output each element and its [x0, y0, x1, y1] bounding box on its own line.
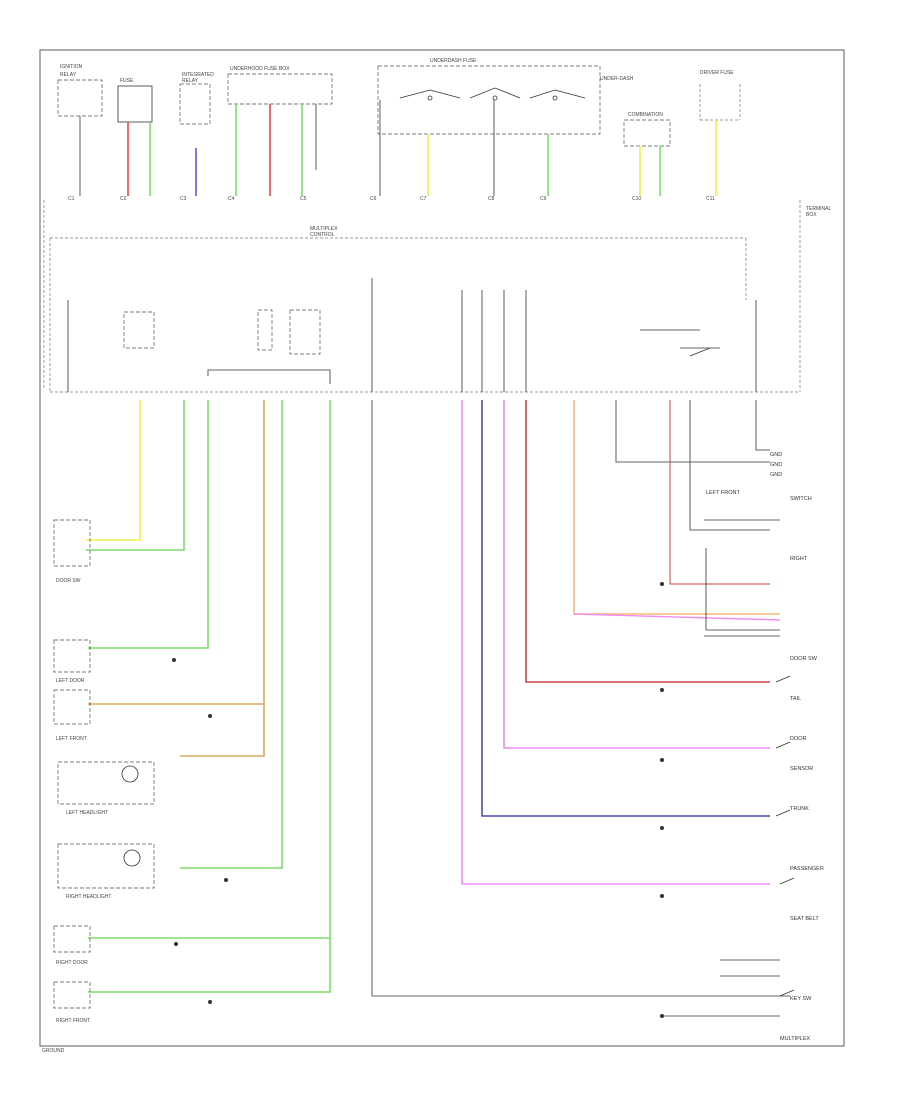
svg-text:RIGHT HEADLIGHT: RIGHT HEADLIGHT — [66, 894, 111, 900]
svg-text:SWITCH: SWITCH — [790, 496, 812, 502]
svg-text:C5: C5 — [300, 196, 307, 202]
svg-text:UNDERHOOD FUSE BOX: UNDERHOOD FUSE BOX — [230, 66, 290, 72]
svg-text:CONTROL: CONTROL — [310, 232, 335, 238]
svg-text:INTEGRATED: INTEGRATED — [182, 72, 214, 78]
svg-text:TRUNK: TRUNK — [790, 806, 809, 812]
svg-text:GROUND: GROUND — [42, 1048, 65, 1054]
svg-text:UNDERDASH FUSE: UNDERDASH FUSE — [430, 58, 477, 64]
svg-text:LEFT FRONT: LEFT FRONT — [706, 490, 740, 496]
svg-text:C11: C11 — [706, 196, 715, 202]
svg-text:RELAY: RELAY — [60, 72, 77, 78]
svg-text:COMBINATION: COMBINATION — [628, 112, 663, 118]
svg-text:SEAT BELT: SEAT BELT — [790, 916, 819, 922]
svg-text:TERMINAL: TERMINAL — [806, 206, 832, 212]
lower-wires — [86, 400, 790, 997]
svg-text:GND: GND — [770, 472, 782, 478]
diagram-frame — [39, 49, 845, 1047]
svg-text:KEY SW: KEY SW — [790, 996, 812, 1002]
svg-text:C1: C1 — [68, 196, 75, 202]
svg-text:DOOR: DOOR — [790, 736, 807, 742]
svg-text:DOOR SW: DOOR SW — [56, 578, 81, 584]
svg-text:FUSE: FUSE — [120, 78, 134, 84]
svg-text:MULTIPLEX: MULTIPLEX — [780, 1036, 810, 1042]
svg-text:C9: C9 — [540, 196, 547, 202]
svg-text:TAIL: TAIL — [790, 696, 801, 702]
left-lower-components: DOOR SW LEFT DOOR LEFT FRONT LEFT HEADLI… — [42, 519, 228, 1054]
svg-text:SENSOR: SENSOR — [790, 766, 813, 772]
svg-text:BOX: BOX — [806, 212, 817, 218]
right-lower-components: GND GND GND LEFT FRONT SWITCH RIGHT DOOR… — [660, 452, 824, 1042]
svg-text:LEFT FRONT: LEFT FRONT — [56, 736, 87, 742]
svg-text:DRIVER FUSE: DRIVER FUSE — [700, 70, 734, 76]
connector-band: C1 C2 C3 C4 C5 C6 C7 C8 C9 C10 C11 MULTIPLEXCON… — [49, 196, 801, 393]
svg-text:IGNITION: IGNITION — [60, 64, 83, 70]
svg-text:UNDER-DASH: UNDER-DASH — [600, 76, 634, 82]
svg-text:C8: C8 — [488, 196, 495, 202]
svg-text:RIGHT: RIGHT — [790, 556, 808, 562]
svg-text:C6: C6 — [370, 196, 377, 202]
svg-text:C10: C10 — [632, 196, 641, 202]
top-wires — [79, 100, 717, 196]
svg-text:LEFT DOOR: LEFT DOOR — [56, 678, 85, 684]
svg-text:PASSENGER: PASSENGER — [790, 866, 824, 872]
svg-text:DOOR SW: DOOR SW — [790, 656, 818, 662]
svg-text:C2: C2 — [120, 196, 127, 202]
svg-text:MULTIPLEX: MULTIPLEX — [310, 226, 338, 232]
svg-text:RIGHT DOOR: RIGHT DOOR — [56, 960, 88, 966]
svg-text:LEFT HEADLIGHT: LEFT HEADLIGHT — [66, 810, 108, 816]
svg-text:GND: GND — [770, 452, 782, 458]
svg-text:RELAY: RELAY — [182, 78, 199, 84]
svg-text:C3: C3 — [180, 196, 187, 202]
svg-text:C4: C4 — [228, 196, 235, 202]
svg-text:RIGHT FRONT: RIGHT FRONT — [56, 1018, 90, 1024]
svg-text:C7: C7 — [420, 196, 427, 202]
svg-text:GND: GND — [770, 462, 782, 468]
module-internals — [67, 278, 757, 392]
